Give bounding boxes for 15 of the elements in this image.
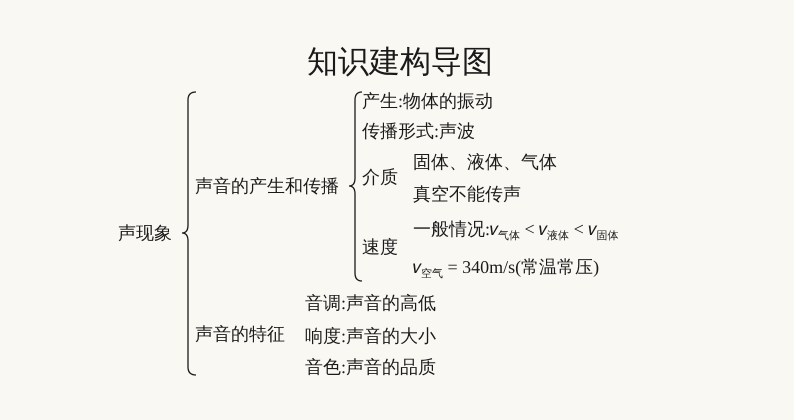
fact-text: 音调:声音的高低 (305, 292, 436, 314)
fact-text: 真空不能传声 (413, 183, 521, 205)
formula-text: 一般情况:𝑣$_{气体}$ < 𝑣$_{液体}$ < 𝑣$_{固体}$ (413, 218, 618, 240)
formula-text: 𝑣$_{空气}$ = 340m/s(常温常压) (413, 256, 600, 278)
root-topic: 声现象 (118, 222, 172, 244)
fact-text: 产生:物体的振动 (362, 90, 494, 112)
subtopic-label: 介质 (362, 166, 398, 188)
branch-heading: 声音的产生和传播 (195, 175, 339, 197)
subtopic-label: 速度 (362, 236, 398, 258)
fact-text: 响度:声音的大小 (305, 325, 436, 347)
branch-heading: 声音的特征 (195, 323, 285, 345)
fact-text: 固体、液体、气体 (413, 151, 557, 173)
fact-text: 传播形式:声波 (362, 120, 476, 142)
title: 知识建构导图 (307, 44, 493, 80)
fact-text: 音色:声音的品质 (305, 356, 436, 378)
